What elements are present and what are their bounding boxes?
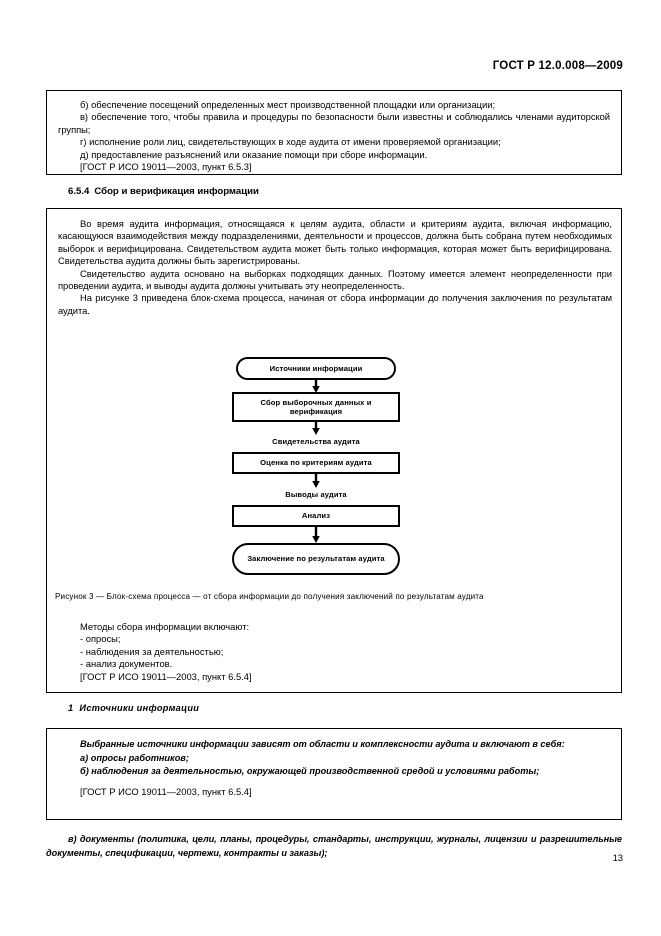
figure-3-caption: Рисунок 3 — Блок-схема процесса — от сбо… [55, 592, 484, 601]
subsection-title: Источники информации [79, 703, 200, 713]
paragraph-audit-evidence: Свидетельство аудита основано на выборка… [58, 267, 612, 292]
sources-item-b: б) наблюдения за деятельностью, окружающ… [80, 766, 540, 777]
quoted-item-g: г) исполнение роли лиц, свидетельствующи… [80, 136, 501, 148]
quoted-item-d: д) предоставление разъяснений или оказан… [80, 148, 428, 160]
page-number: 13 [612, 852, 623, 863]
subsection-number: 1 [68, 703, 74, 713]
paragraph-audit-information: Во время аудита информация, относящаяся … [58, 218, 612, 267]
sources-intro: Выбранные источники информации зависят о… [80, 739, 565, 749]
methods-reference: [ГОСТ Р ИСО 19011—2003, пункт 6.5.4] [80, 670, 252, 682]
section-number: 6.5.4 [68, 186, 90, 197]
document-header-standard-id: ГОСТ Р 12.0.008—2009 [492, 60, 623, 72]
paragraph-figure-intro: На рисунке 3 приведена блок-схема процес… [58, 292, 612, 316]
sources-reference: [ГОСТ Р ИСО 19011—2003, пункт 6.5.4] [80, 785, 252, 797]
methods-intro: Методы сбора информации включают: [80, 621, 250, 632]
method-item-surveys: - опросы; [80, 633, 121, 645]
quoted-item-b: б) обеспечение посещений определенных ме… [80, 99, 496, 110]
method-item-observations: - наблюдения за деятельностью; [80, 645, 224, 657]
sources-item-a: а) опросы работников; [80, 752, 189, 763]
section-heading: 6.5.4 Сбор и верификация информации [68, 186, 259, 197]
quoted-block-sources: Выбранные источники информации зависят о… [46, 728, 622, 820]
main-quoted-block: Во время аудита информация, относящаяся … [46, 208, 622, 693]
subsection-heading: 1 Источники информации [68, 703, 199, 713]
method-item-documents: - анализ документов. [80, 658, 173, 670]
quoted-block-top: б) обеспечение посещений определенных ме… [46, 90, 622, 175]
quoted-reference-top: [ГОСТ Р ИСО 19011—2003, пункт 6.5.3] [80, 161, 252, 173]
quoted-item-v: в) обеспечение того, чтобы правила и про… [58, 111, 610, 135]
trailing-paragraph-documents: в) документы (политика, цели, планы, про… [46, 834, 622, 858]
section-title: Сбор и верификация информации [94, 186, 259, 197]
